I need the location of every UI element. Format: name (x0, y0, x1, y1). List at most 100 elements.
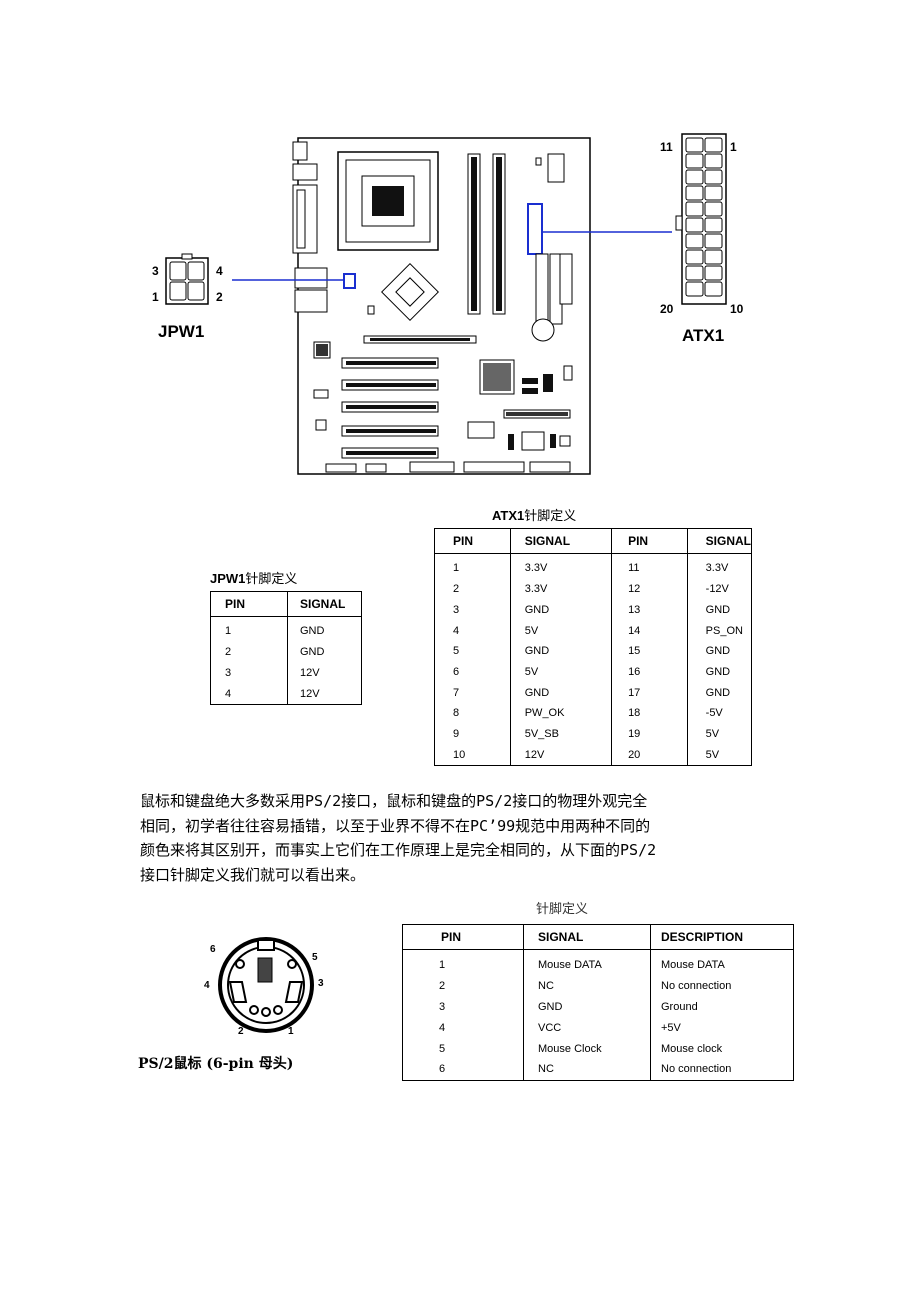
atx1-header-pin: PIN (611, 528, 688, 554)
atx1-cell-pin: 8 (453, 707, 460, 720)
atx1-header-pin: PIN (434, 528, 511, 554)
jpw1-cell-signal: GND (287, 616, 362, 642)
atx1-cell-signal: 12V (509, 744, 612, 766)
atx1-cell-pin: 17 (611, 682, 688, 703)
atx1-cell-signal: GND (509, 682, 612, 703)
jpw1-table-header: PIN SIGNAL (210, 591, 362, 617)
ps2-cell-signal: GND (523, 996, 651, 1018)
ps2-cell-signal: NC (523, 1058, 651, 1081)
atx1-cell-pin: 15 (611, 640, 688, 662)
atx1-cell-pin: 11 (611, 553, 688, 579)
atx1-cell-pin: 12 (611, 578, 688, 600)
atx1-cell-pin: 16 (611, 661, 688, 683)
atx1-cell-pin: 5 (453, 645, 460, 658)
atx1-pin-label-1: 1 (730, 140, 737, 154)
atx1-pin-label-11: 11 (660, 140, 673, 154)
paragraph-line: 接口针脚定义我们就可以看出来。 (140, 865, 366, 884)
atx1-cell-pin: 20 (611, 744, 688, 766)
atx1-table-header: PIN SIGNAL PIN SIGNAL (434, 528, 752, 554)
ps2-table-title: 针脚定义 (536, 902, 589, 917)
atx1-cell-pin: 18 (611, 702, 688, 724)
ps2-cell-pin: 1 (439, 958, 446, 971)
atx1-cell-pin: 9 (453, 727, 460, 740)
atx1-cell-pin: 13 (611, 599, 688, 621)
atx1-cell-signal: PS_ON (686, 620, 752, 641)
jpw1-cell-pin: 4 (225, 687, 232, 700)
atx1-cell-signal: GND (686, 661, 752, 683)
atx1-cell-signal: -12V (686, 578, 752, 600)
atx1-cell-pin: 4 (453, 624, 460, 637)
atx1-cell-pin: 6 (453, 665, 460, 678)
ps2-cell-signal: NC (523, 975, 651, 997)
atx1-cell-signal: 5V_SB (509, 723, 612, 745)
jpw1-pin-label-2: 2 (216, 290, 223, 304)
paragraph-line: 鼠标和键盘绝大多数采用PS/2接口，鼠标和键盘的PS/2接口的物理外观完全 (140, 792, 648, 810)
ps2-header-signal: SIGNAL (523, 924, 651, 950)
jpw1-pin-label-1: 1 (152, 290, 159, 304)
jpw1-table-title-cn: 针脚定义 (245, 572, 298, 587)
motherboard-diagram: 3 4 1 2 JPW1 11 1 20 10 ATX1 (150, 130, 770, 480)
atx1-cell-signal: PW_OK (509, 702, 612, 724)
atx1-cell-signal: 3.3V (509, 553, 612, 579)
atx1-cell-signal: 5V (686, 723, 752, 745)
atx1-cell-signal: 5V (686, 744, 752, 766)
ps2-cell-pin: 6 (439, 1063, 446, 1076)
ps2-header-description: DESCRIPTION (650, 924, 794, 950)
ps2-connector-diagram: 6 5 4 3 2 1 (196, 930, 336, 1048)
ps2-cell-description: Mouse DATA (650, 949, 794, 976)
atx1-cell-pin: 10 (453, 748, 466, 761)
jpw1-label: JPW1 (158, 322, 205, 341)
atx1-header-signal: SIGNAL (686, 528, 752, 554)
atx1-table-title: ATX1针脚定义 (492, 505, 576, 524)
atx1-cell-signal: GND (686, 599, 752, 621)
ps2-pin-label-5: 5 (312, 952, 318, 963)
jpw1-pin-label-4: 4 (216, 264, 223, 278)
atx1-table-title-cn: 针脚定义 (524, 509, 577, 524)
jpw1-pin-label-3: 3 (152, 264, 159, 278)
atx1-cell-pin: 19 (611, 723, 688, 745)
atx1-cell-signal: 5V (509, 661, 612, 683)
atx1-label: ATX1 (682, 326, 725, 345)
paragraph: 鼠标和键盘绝大多数采用PS/2接口，鼠标和键盘的PS/2接口的物理外观完全 相同… (140, 789, 790, 887)
ps2-pin-label-3: 3 (318, 978, 324, 989)
paragraph-line: 相同，初学者往往容易插错，以至于业界不得不在PC’99规范中用两种不同的 (140, 816, 651, 835)
ps2-cell-description: Mouse clock (650, 1038, 794, 1059)
ps2-cell-description: No connection (650, 975, 794, 997)
jpw1-cell-pin: 3 (225, 666, 232, 679)
jpw1-cell-signal: GND (287, 641, 362, 663)
ps2-pin-label-1: 1 (288, 1026, 294, 1037)
paragraph-line: 颜色来将其区别开，而事实上它们在工作原理上是完全相同的，从下面的PS/2 (140, 841, 657, 859)
atx1-pin-label-20: 20 (660, 302, 674, 316)
atx1-table-title-bold: ATX1 (492, 508, 525, 523)
ps2-cell-description: No connection (650, 1058, 794, 1081)
ps2-pin-label-2: 2 (238, 1026, 244, 1037)
atx1-cell-pin: 7 (453, 686, 460, 699)
jpw1-header-pin: PIN (210, 591, 288, 617)
jpw1-header-signal: SIGNAL (287, 591, 362, 617)
jpw1-cell-pin: 2 (225, 646, 232, 659)
jpw1-table-title: JPW1针脚定义 (210, 568, 297, 587)
atx1-cell-signal: GND (509, 640, 612, 662)
jpw1-cell-signal: 12V (287, 683, 362, 705)
jpw1-cell-pin: 1 (225, 625, 232, 638)
atx1-cell-signal: 3.3V (509, 578, 612, 600)
ps2-connector-drawing (218, 937, 314, 1033)
atx1-pin-label-10: 10 (730, 302, 744, 316)
ps2-cell-pin: 4 (439, 1021, 446, 1034)
